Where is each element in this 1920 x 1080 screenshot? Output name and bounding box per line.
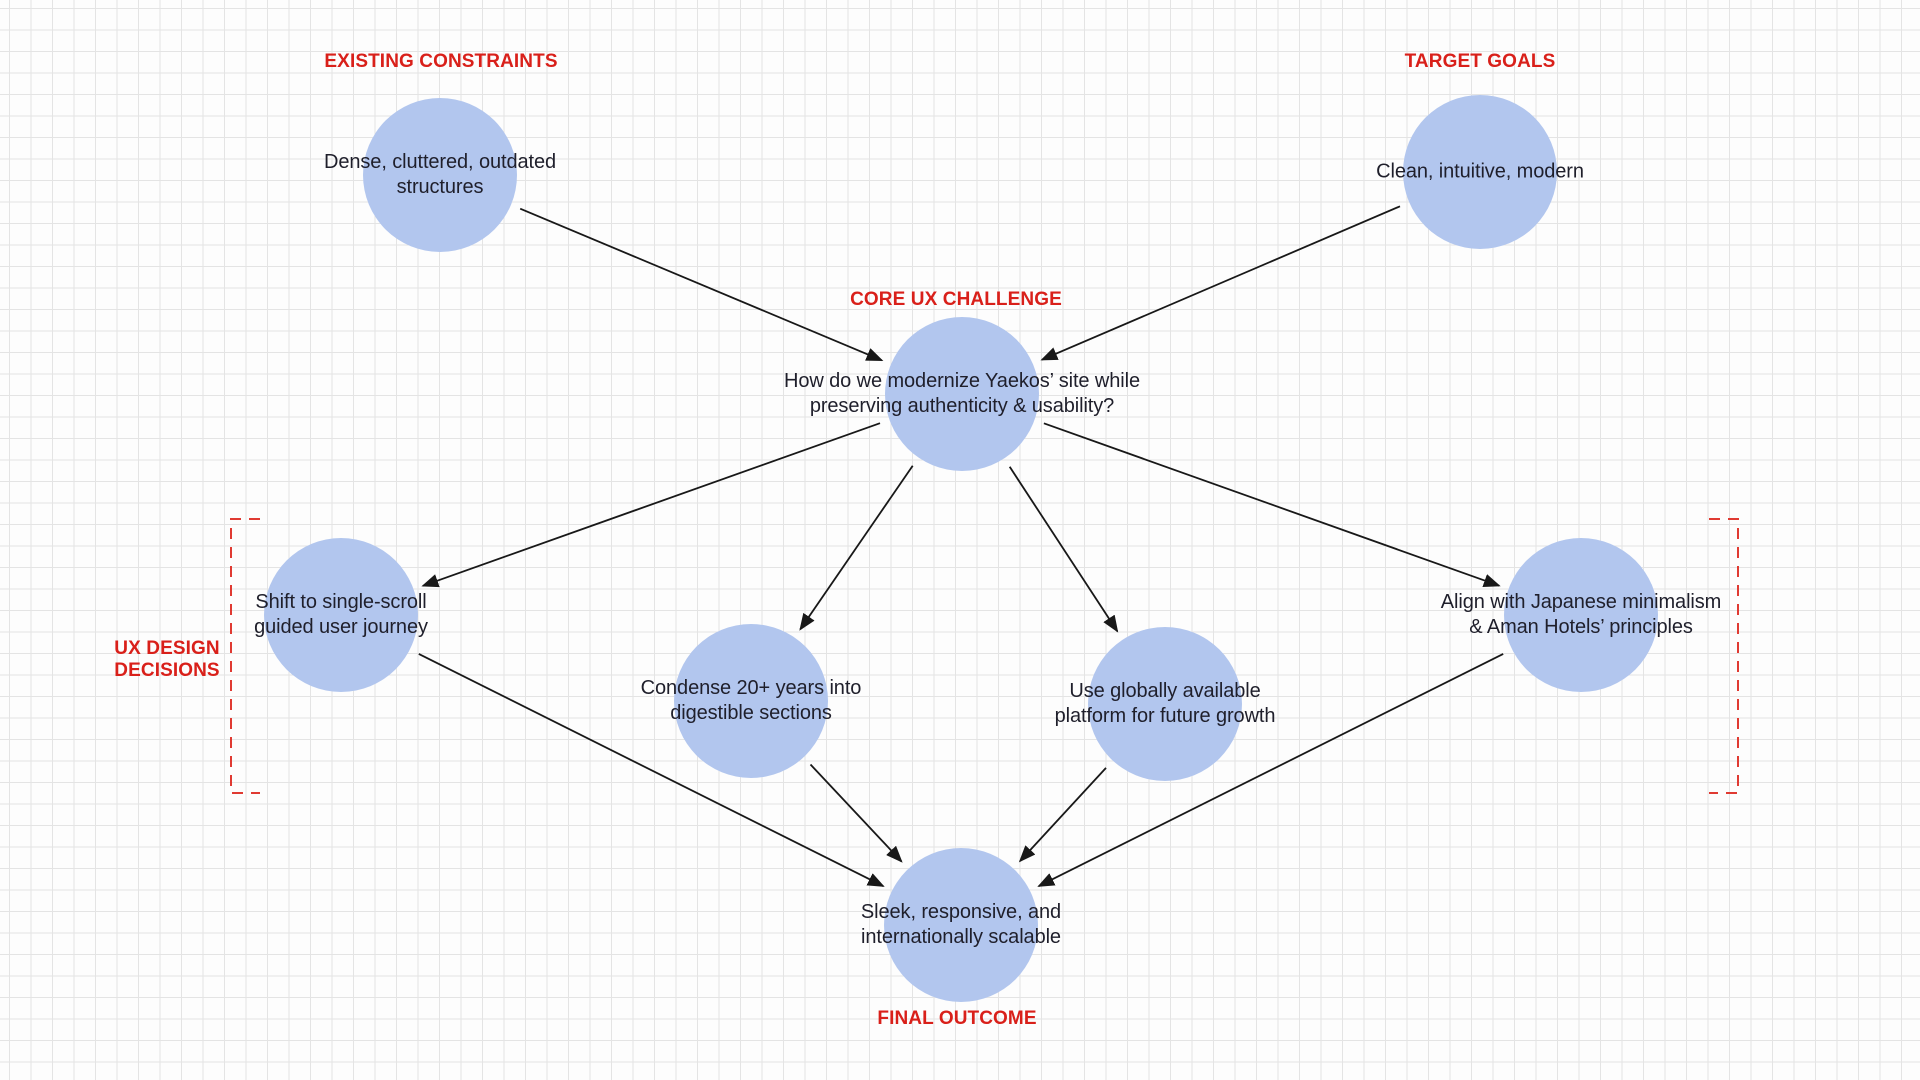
edge-align-sleek bbox=[1037, 653, 1504, 887]
node-label-dense: Dense, cluttered, outdated structures bbox=[324, 151, 556, 198]
edge-dense-core bbox=[519, 207, 884, 362]
node-label-condense: Condense 20+ years into digestible secti… bbox=[640, 677, 862, 724]
node-circle-use[interactable] bbox=[1088, 627, 1242, 781]
edge-core-align bbox=[1043, 422, 1501, 587]
node-label-shift: Shift to single-scroll guided user journ… bbox=[254, 591, 428, 638]
edge-core-use bbox=[1008, 466, 1119, 633]
node-label-use: Use globally available platform for futu… bbox=[1054, 680, 1276, 727]
node-label-clean: Clean, intuitive, modern bbox=[1376, 160, 1584, 183]
node-circle-dense[interactable] bbox=[363, 98, 517, 252]
section-label-ux-design-decisions: UX DESIGN DECISIONS bbox=[114, 638, 220, 681]
node-circle-sleek[interactable] bbox=[884, 848, 1038, 1002]
edge-core-condense bbox=[799, 465, 914, 631]
section-label-target-goals: TARGET GOALS bbox=[1404, 51, 1556, 72]
edge-core-shift bbox=[421, 422, 881, 588]
node-label-core: How do we modernize Yaekos’ site while p… bbox=[783, 370, 1140, 417]
node-label-align: Align with Japanese minimalism & Aman Ho… bbox=[1440, 591, 1722, 638]
section-label-existing-constraints: EXISTING CONSTRAINTS bbox=[324, 51, 558, 72]
node-circle-condense[interactable] bbox=[674, 624, 828, 778]
node-circle-core[interactable] bbox=[885, 317, 1039, 471]
ux-decisions-bracket-right bbox=[1709, 518, 1739, 794]
node-circle-shift[interactable] bbox=[264, 538, 418, 692]
node-label-sleek: Sleek, responsive, and internationally s… bbox=[860, 901, 1062, 948]
section-label-final-outcome: FINAL OUTCOME bbox=[877, 1008, 1037, 1029]
edge-clean-core bbox=[1040, 205, 1401, 361]
ux-decisions-bracket-left bbox=[230, 518, 260, 794]
node-circle-align[interactable] bbox=[1504, 538, 1658, 692]
edge-shift-sleek bbox=[418, 653, 885, 887]
section-label-core-ux-challenge: CORE UX CHALLENGE bbox=[850, 289, 1062, 310]
edge-condense-sleek bbox=[809, 763, 903, 863]
edge-use-sleek bbox=[1018, 767, 1107, 863]
node-circle-clean[interactable] bbox=[1403, 95, 1557, 249]
